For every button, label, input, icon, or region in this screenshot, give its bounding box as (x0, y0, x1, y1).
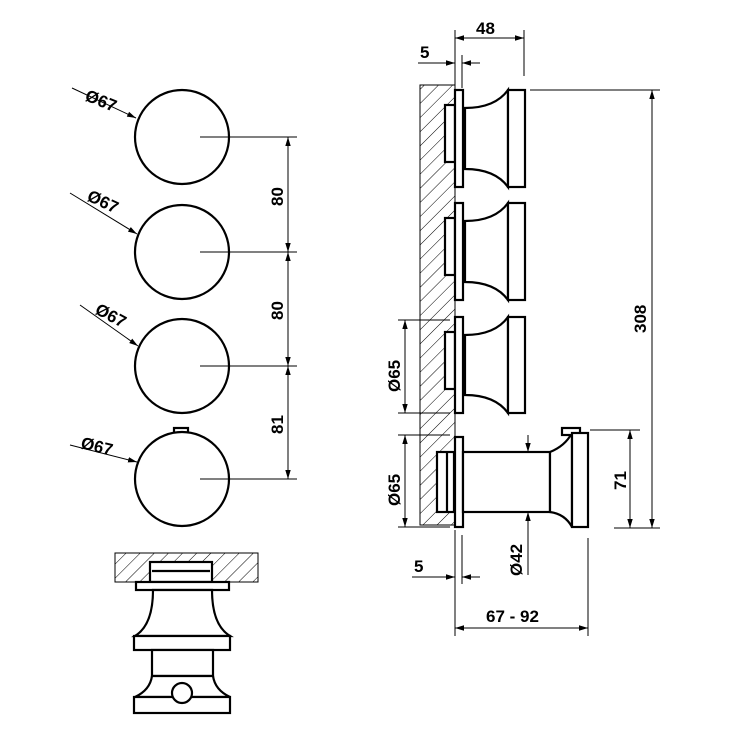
spacing-label-3: 81 (268, 415, 287, 434)
thermostat-height-label: 71 (611, 471, 630, 490)
projection-knob-label: 48 (476, 19, 495, 38)
side-view: 48 5 308 71 Ø65 Ø65 Ø42 5 67 - 92 (385, 19, 660, 636)
thermostat-side (435, 426, 590, 529)
wall-thickness-bottom-label: 5 (414, 557, 423, 576)
diverter-pin (170, 681, 194, 705)
knob-side-2 (443, 199, 527, 304)
body-diameter-label: Ø42 (507, 544, 526, 576)
overall-height-label: 308 (631, 305, 650, 333)
knob-side-3 (443, 313, 527, 417)
plate-diameter-2-label: Ø65 (385, 474, 404, 506)
knob-circle-1 (133, 88, 297, 186)
front-view: Ø67 Ø67 Ø67 Ø67 80 80 81 (69, 86, 297, 528)
thermostat-circle (133, 426, 297, 528)
spacing-label-2: 80 (268, 301, 287, 320)
knob-circle-2 (133, 203, 297, 301)
wall-thickness-top-label: 5 (420, 43, 429, 62)
spacing-label-1: 80 (268, 187, 287, 206)
diameter-label-1: Ø67 (83, 86, 120, 116)
knob-circle-3 (133, 317, 297, 415)
knob-side-1 (443, 86, 527, 191)
plan-view (114, 552, 259, 715)
plate-diameter-1-label: Ø65 (385, 360, 404, 392)
diameter-label-4: Ø67 (79, 433, 115, 459)
projection-range-label: 67 - 92 (486, 607, 539, 626)
